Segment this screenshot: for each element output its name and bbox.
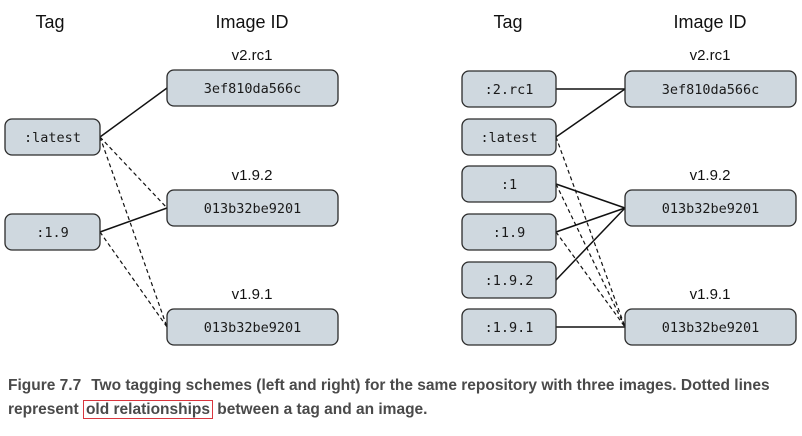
tag-text: :latest [481, 130, 538, 146]
right-image-id-header: Image ID [673, 12, 746, 32]
image-id-text: 013b32be9201 [204, 201, 302, 217]
right-version-label: v2.rc1 [690, 47, 731, 64]
tag-text: :1 [501, 177, 517, 193]
caption-text-end: between a tag and an image. [217, 401, 428, 418]
left-edge-latest-v192-old [99, 136, 168, 209]
right-image-box: 013b32be9201 [624, 189, 797, 227]
right-tag-box: :1.9 [461, 213, 557, 251]
caption-text: Two tagging schemes (left and right) for… [8, 377, 770, 418]
right-edge-1-v191-old [555, 183, 626, 328]
right-tag-box: :1 [461, 165, 557, 203]
tagging-diagram: Tag Image ID Tag Image ID v2.rc1 v1.9.2 … [4, 12, 797, 346]
image-id-text: 3ef810da566c [204, 81, 302, 97]
right-image-box: 3ef810da566c [624, 70, 797, 108]
left-version-label: v2.rc1 [232, 47, 273, 64]
right-version-label: v1.9.2 [690, 167, 731, 184]
right-tag-header: Tag [493, 12, 522, 32]
left-edge-19-v191-old [99, 231, 168, 328]
left-connections [99, 87, 168, 328]
left-tag-box: :1.9 [4, 213, 101, 251]
right-edge-19-v191-old [555, 231, 626, 328]
right-edge-19-v192 [555, 207, 626, 233]
tag-text: :1.9 [493, 225, 526, 241]
right-edge-latest-v191-old [555, 136, 626, 328]
image-id-text: 013b32be9201 [662, 320, 760, 336]
tag-text: :1.9.2 [485, 273, 534, 289]
tag-text: :latest [24, 130, 81, 146]
left-edge-19-v192 [99, 207, 168, 233]
tag-text: :1.9 [36, 225, 69, 241]
figure-number: Figure 7.7 [8, 377, 82, 394]
right-edge-192-v192 [555, 207, 626, 281]
right-tag-box: :1.9.2 [461, 261, 557, 299]
right-connections [555, 88, 626, 328]
image-id-text: 013b32be9201 [204, 320, 302, 336]
left-edge-latest-v191-old [99, 136, 168, 328]
left-image-box: 013b32be9201 [166, 308, 339, 346]
left-image-box: 3ef810da566c [166, 69, 339, 107]
left-image-id-header: Image ID [215, 12, 288, 32]
right-edge-1-v192 [555, 183, 626, 209]
right-image-box: 013b32be9201 [624, 308, 797, 346]
right-tag-box: :latest [461, 118, 557, 156]
left-version-label: v1.9.2 [232, 167, 273, 184]
caption-highlight: old relationships [82, 400, 213, 419]
right-tag-box: :1.9.1 [461, 308, 557, 346]
tag-text: :2.rc1 [485, 82, 534, 98]
tag-text: :1.9.1 [485, 320, 534, 336]
left-tag-box: :latest [4, 118, 101, 156]
image-id-text: 3ef810da566c [662, 82, 760, 98]
right-tag-box: :2.rc1 [461, 70, 557, 108]
left-tag-header: Tag [35, 12, 64, 32]
left-version-label: v1.9.1 [232, 286, 273, 303]
right-version-label: v1.9.1 [690, 286, 731, 303]
left-edge-latest-v2rc1 [99, 87, 168, 138]
right-edge-latest-v2rc1 [555, 88, 626, 138]
image-id-text: 013b32be9201 [662, 201, 760, 217]
left-image-box: 013b32be9201 [166, 189, 339, 227]
